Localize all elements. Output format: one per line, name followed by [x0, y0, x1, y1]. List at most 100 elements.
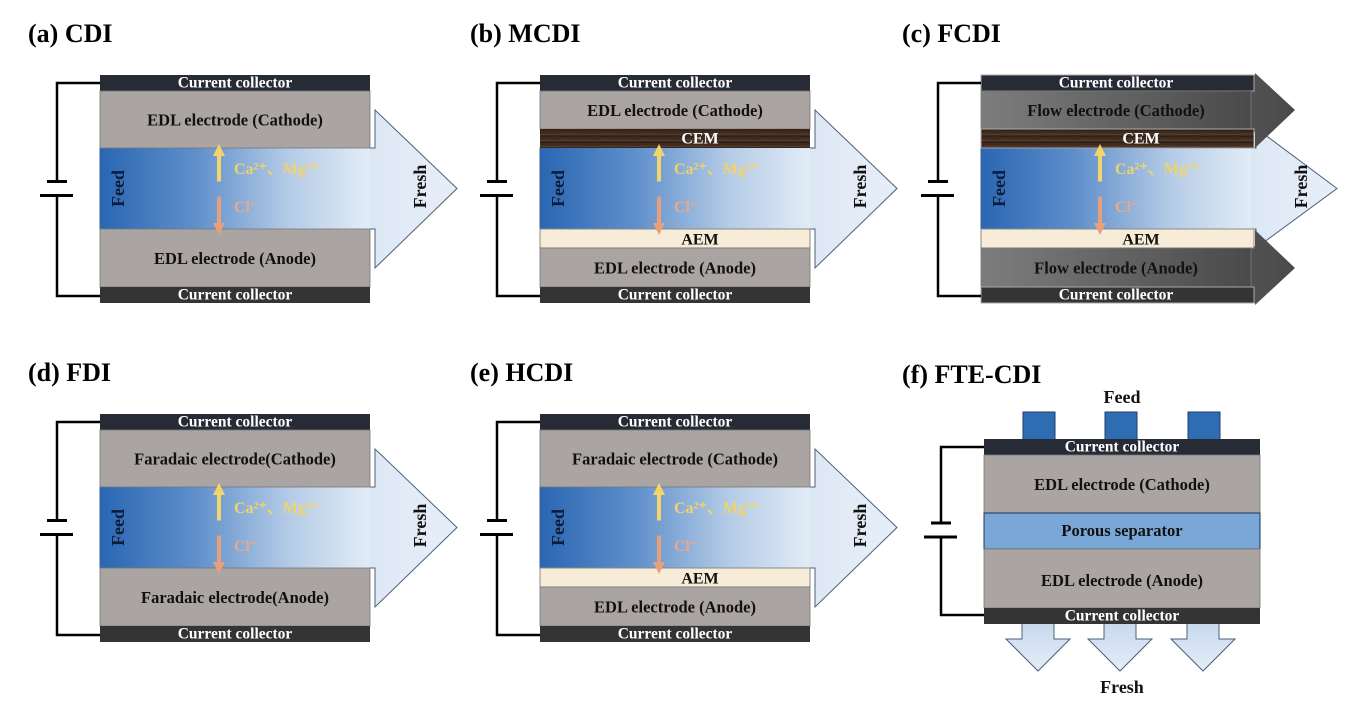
- feed-label: Feed: [989, 170, 1009, 207]
- electrode-anode-label: Faradaic electrode(Anode): [141, 588, 329, 607]
- fresh-label: Fresh: [410, 504, 430, 548]
- cation-arrow-up: [1094, 144, 1106, 182]
- cation-label: Ca²⁺、Mg²⁺: [674, 500, 759, 517]
- electrode-anode-label: EDL electrode (Anode): [1041, 571, 1203, 590]
- wire-top: [55, 81, 100, 182]
- cem-label: CEM: [681, 131, 718, 148]
- cation-arrow-up: [213, 483, 225, 521]
- fresh-label: Fresh: [1291, 165, 1311, 209]
- panel-title: (f) FTE-CDI: [902, 360, 1041, 389]
- wire-top: [495, 420, 540, 521]
- cation-exchange-membrane: [980, 128, 1255, 149]
- electrode-anode: [99, 567, 371, 627]
- electrode-anode: [539, 247, 811, 288]
- feed-channel: [981, 148, 1251, 229]
- feed-inlet-port: [1187, 411, 1221, 441]
- panel-title: (a) CDI: [28, 19, 113, 48]
- anion-label: Cl⁻: [1115, 199, 1139, 216]
- anion-arrow-down: [213, 196, 225, 235]
- channel-join: [1251, 149, 1257, 228]
- feed-channel: [100, 487, 370, 568]
- electrode-cathode-label: Faradaic electrode(Cathode): [134, 449, 336, 468]
- feed-channel: [540, 148, 810, 229]
- electrode-cathode: [983, 454, 1261, 514]
- channel-join: [370, 488, 376, 567]
- cation-label: Ca²⁺、Mg²⁺: [674, 161, 759, 178]
- panel-title: (b) MCDI: [470, 19, 581, 48]
- current-collector-bottom: [540, 287, 810, 303]
- anion-arrow-down: [1094, 196, 1106, 235]
- aem-label: AEM: [1122, 232, 1159, 249]
- electrode-anode: [99, 228, 371, 288]
- feed-label: Feed: [548, 509, 568, 546]
- current-collector-top-label: Current collector: [178, 75, 293, 92]
- current-collector-top-label: Current collector: [618, 414, 733, 431]
- channel-join: [810, 488, 816, 567]
- feed-channel: [540, 487, 810, 568]
- electrode-cathode: [99, 429, 371, 488]
- electrode-anode: [983, 548, 1261, 609]
- fresh-outlet-arrow: [1004, 622, 1072, 672]
- cation-arrow-up: [653, 483, 665, 521]
- electrode-cathode: [99, 90, 371, 149]
- electrode-anode: [980, 247, 1252, 288]
- anion-label: Cl⁻: [674, 199, 698, 216]
- electrode-anode-label: Flow electrode (Anode): [1034, 258, 1198, 277]
- cation-label: Ca²⁺、Mg²⁺: [1115, 161, 1200, 178]
- current-collector-bottom-label: Current collector: [178, 287, 293, 304]
- current-collector-top-label: Current collector: [178, 414, 293, 431]
- current-collector-top-label: Current collector: [1065, 439, 1180, 456]
- feed-label: Feed: [548, 170, 568, 207]
- current-collector-top-label: Current collector: [1059, 75, 1174, 92]
- anion-label: Cl⁻: [234, 199, 258, 216]
- feed-label: Feed: [108, 509, 128, 546]
- aem-label: AEM: [681, 571, 718, 588]
- current-collector-bottom: [984, 608, 1260, 624]
- current-collector-top: [100, 75, 370, 91]
- current-collector-top-label: Current collector: [618, 75, 733, 92]
- panel-title: (c) FCDI: [902, 19, 1001, 48]
- feed-label: Feed: [108, 170, 128, 207]
- electrode-anode: [539, 586, 811, 627]
- wire-bottom: [55, 534, 100, 637]
- porous-separator-label: Porous separator: [1061, 521, 1182, 540]
- anion-arrow-down: [213, 535, 225, 574]
- current-collector-bottom-label: Current collector: [1059, 287, 1174, 304]
- current-collector-top: [540, 75, 810, 91]
- cation-label: Ca²⁺、Mg²⁺: [234, 500, 319, 517]
- cation-arrow-up: [213, 144, 225, 182]
- wire-top: [495, 81, 540, 182]
- channel-join: [810, 149, 816, 228]
- cation-exchange-membrane: [540, 129, 810, 148]
- current-collector-top: [984, 439, 1260, 455]
- electrode-cathode-label: EDL electrode (Cathode): [1034, 475, 1210, 494]
- current-collector-bottom-label: Current collector: [1065, 608, 1180, 625]
- channel-join: [370, 149, 376, 228]
- cation-label: Ca²⁺、Mg²⁺: [234, 161, 319, 178]
- wire-bottom: [495, 195, 540, 298]
- current-collector-bottom: [540, 626, 810, 642]
- fresh-label: Fresh: [850, 165, 870, 209]
- electrode-anode-label: EDL electrode (Anode): [594, 597, 756, 616]
- wire-top: [936, 81, 981, 182]
- electrode-cathode-label: Faradaic electrode (Cathode): [572, 449, 778, 468]
- anion-label: Cl⁻: [234, 538, 258, 555]
- wire-bottom: [495, 534, 540, 637]
- electrode-cathode: [539, 90, 811, 130]
- fresh-label: Fresh: [850, 504, 870, 548]
- wire-bottom: [939, 537, 984, 617]
- anion-label: Cl⁻: [674, 538, 698, 555]
- fresh-label: Fresh: [410, 165, 430, 209]
- fresh-outlet-arrow: [1169, 622, 1237, 672]
- feed-inlet-port: [1104, 411, 1138, 441]
- current-collector-bottom: [100, 626, 370, 642]
- anion-arrow-down: [653, 196, 665, 235]
- current-collector-bottom: [100, 287, 370, 303]
- anion-exchange-membrane: [980, 228, 1255, 249]
- anion-exchange-membrane: [539, 567, 811, 588]
- fresh-label: Fresh: [1100, 677, 1144, 697]
